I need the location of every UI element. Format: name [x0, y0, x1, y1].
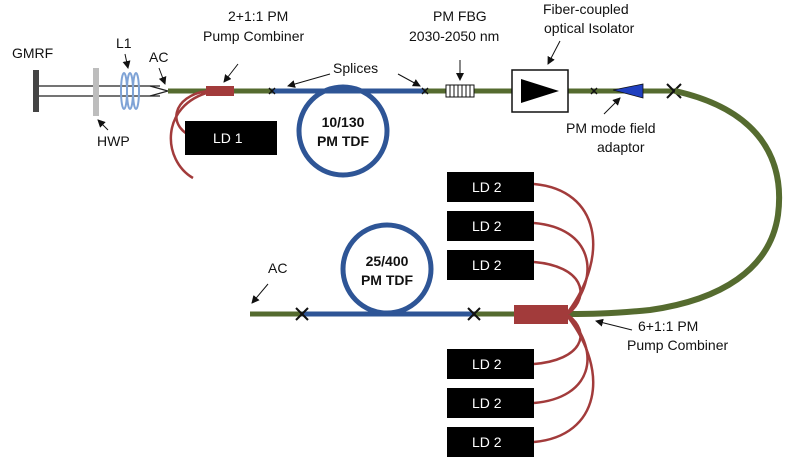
splice-marker-1 [268, 87, 276, 95]
hwp-label: HWP [97, 133, 130, 149]
fbg-label-line1: PM FBG [433, 8, 487, 24]
ld2-label-lower-1: LD 2 [472, 356, 502, 372]
cross-marker-bottom-left [295, 307, 309, 321]
ld2-box-upper-2 [447, 211, 534, 241]
adaptor-label-line2: adaptor [597, 139, 645, 155]
ac-top-arrow [158, 67, 167, 85]
tdf2-coil [340, 222, 434, 316]
ac-bottom-label: AC [268, 260, 287, 276]
fiber-green-loop [567, 88, 783, 317]
pump-combiner-1 [206, 86, 234, 96]
ld2-label-upper-1: LD 2 [472, 179, 502, 195]
pm-fbg [445, 84, 475, 98]
pump-combiner-1-label-line1: 2+1:1 PM [228, 8, 288, 24]
ld1-pump-fiber-b [169, 90, 211, 180]
ld2-label-lower-2: LD 2 [472, 395, 502, 411]
cross-marker-bottom-right [467, 307, 481, 321]
splices-arrow-right [397, 73, 421, 87]
hwp-arrow [97, 119, 109, 131]
l1-label: L1 [116, 35, 132, 51]
cross-marker-top [666, 83, 682, 99]
tdf1-label-line1: 10/130 [322, 114, 365, 130]
pump-combiner-1-label-line2: Pump Combiner [203, 28, 304, 44]
l1-lens [120, 72, 140, 110]
splices-label: Splices [333, 60, 378, 76]
ld2-label-upper-3: LD 2 [472, 257, 502, 273]
ld2-box-lower-1 [447, 349, 534, 379]
mode-field-adaptor [612, 83, 644, 99]
ac-bottom-arrow [251, 283, 269, 304]
pump-combiner-1-arrow [223, 63, 239, 83]
ld2-label-lower-3: LD 2 [472, 434, 502, 450]
splice-marker-2 [421, 87, 429, 95]
isolator-arrow-icon [521, 79, 559, 103]
adaptor-label-line1: PM mode field [566, 120, 655, 136]
ld2-label-upper-2: LD 2 [472, 218, 502, 234]
tdf2-label-line1: 25/400 [366, 253, 409, 269]
pump-combiner-2 [514, 305, 568, 324]
l1-arrow [122, 53, 131, 69]
isolator-callout-arrow [547, 40, 561, 65]
isolator-label-line2: optical Isolator [544, 20, 635, 36]
tdf2-label-line2: PM TDF [361, 272, 414, 288]
tdf1-label-line2: PM TDF [317, 133, 370, 149]
splice-marker-3 [590, 87, 598, 95]
gmrf-mirror [33, 70, 39, 112]
ld1-label: LD 1 [213, 130, 243, 146]
adaptor-arrow [603, 97, 621, 115]
ld2-box-lower-2 [447, 388, 534, 418]
ld2-box-upper-3 [447, 250, 534, 280]
ld2-lower-pump-fibers [533, 314, 595, 444]
tdf1-coil [296, 84, 390, 178]
splices-arrow-left [287, 73, 331, 88]
pump-combiner-2-arrow [595, 318, 633, 331]
angle-cleave-taper [149, 85, 171, 97]
ld2-box-upper-1 [447, 172, 534, 202]
gmrf-label: GMRF [12, 45, 53, 61]
pump-combiner-2-label-line1: 6+1:1 PM [638, 318, 698, 334]
pump-combiner-2-label-line2: Pump Combiner [627, 337, 728, 353]
ld2-upper-pump-fibers [533, 182, 595, 315]
hwp-plate [93, 68, 99, 116]
ac-top-label: AC [149, 49, 168, 65]
ld1-box [185, 121, 277, 155]
ld2-box-lower-3 [447, 427, 534, 457]
isolator-label-line1: Fiber-coupled [543, 1, 629, 17]
fbg-label-line2: 2030-2050 nm [409, 28, 499, 44]
